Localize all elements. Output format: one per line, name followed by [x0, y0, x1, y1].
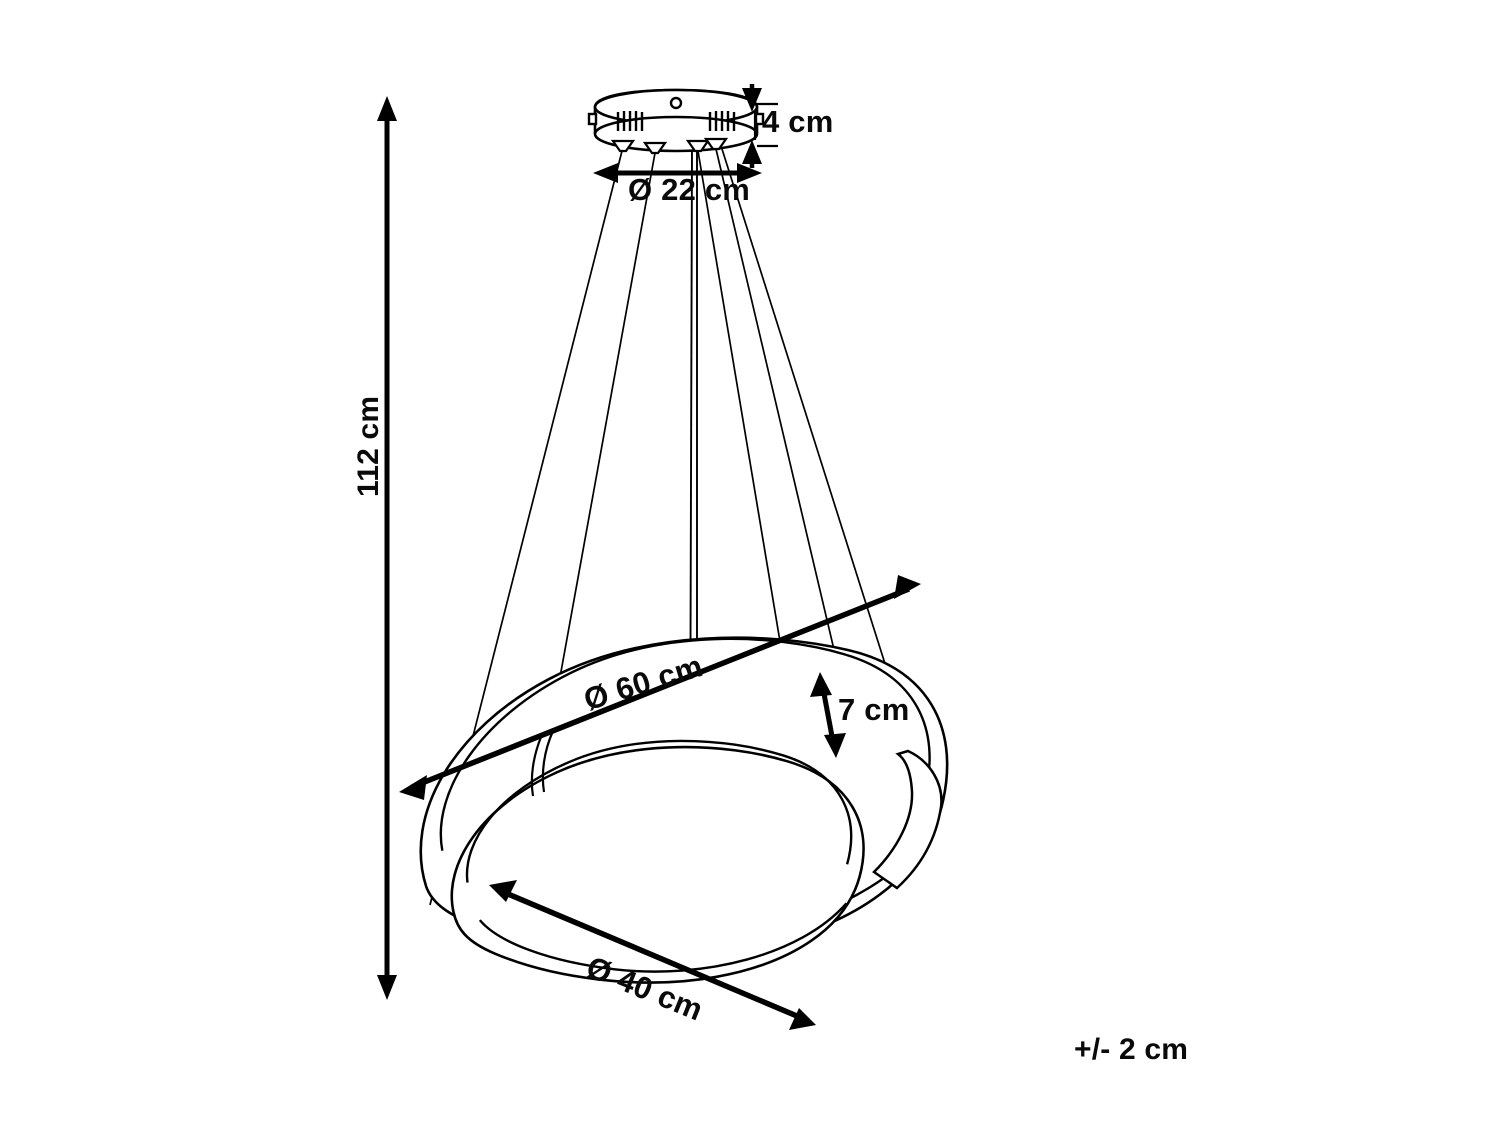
dimension-total-height [377, 96, 397, 1000]
canopy-vent-slots-right [708, 111, 736, 131]
dimension-canopy-height [742, 84, 778, 168]
cable-anchors [610, 137, 729, 155]
label-tolerance: +/- 2 cm [1074, 1033, 1189, 1066]
dimension-inner-diameter [489, 880, 816, 1030]
dimension-outer-diameter [399, 575, 921, 800]
label-ring-depth: 7 cm [838, 692, 910, 727]
canopy-hole [669, 96, 683, 110]
label-total-height: 112 cm [352, 395, 385, 497]
inner-ring-band-lines [465, 739, 853, 973]
label-canopy-diameter: Ø 22 cm [628, 172, 751, 207]
dimension-ring-depth [810, 672, 846, 758]
ring-joint-right [872, 749, 943, 890]
canopy-vent-slots-left [616, 111, 644, 131]
dimension-canopy-diameter [593, 163, 762, 183]
label-canopy-height: 4 cm [762, 104, 834, 139]
ring-joint-left [530, 730, 555, 797]
inner-ring [450, 745, 865, 984]
